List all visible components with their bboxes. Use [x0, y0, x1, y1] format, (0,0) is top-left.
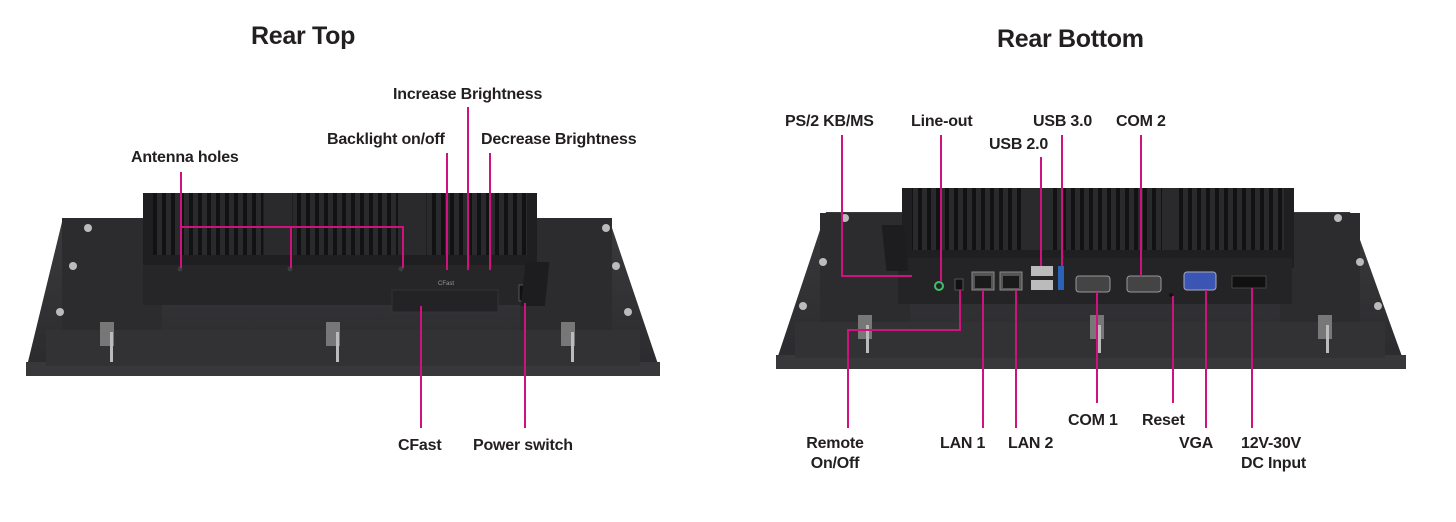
side-slot — [881, 225, 909, 271]
usb-2-0-port — [1031, 280, 1053, 290]
mounting-clamp — [561, 322, 575, 362]
bezel-screw — [1356, 258, 1364, 266]
callout-backlight-on-off: Backlight on/off — [327, 131, 445, 148]
mount-plate-2 — [1162, 188, 1178, 250]
callout-usb-2-0: USB 2.0 — [989, 136, 1049, 153]
callout-usb-3-0: USB 3.0 — [1033, 113, 1093, 130]
callout-vga: VGA — [1179, 435, 1214, 452]
bezel-screw — [1374, 302, 1382, 310]
mounting-clamp — [100, 322, 114, 362]
callout-lan-2: LAN 2 — [1008, 435, 1054, 452]
cfast-cover — [391, 289, 499, 313]
lower-housing — [46, 330, 640, 366]
rear-bottom-leaders — [841, 135, 1253, 428]
rear-top-leaders — [180, 107, 526, 428]
side-slot — [520, 262, 550, 306]
leader-ps2 — [841, 135, 912, 277]
bezel-screw — [1334, 214, 1342, 222]
bezel-screw — [819, 258, 827, 266]
mounting-clamp — [326, 322, 340, 362]
heatsink-fins-2 — [293, 193, 399, 255]
heatsink-fins-1 — [153, 193, 263, 255]
cfast-marking: CFast — [438, 281, 454, 287]
vga-port — [1183, 271, 1217, 291]
callout-com-1: COM 1 — [1068, 412, 1118, 429]
rear-top-title: Rear Top — [251, 22, 356, 50]
callout-increase-brightness: Increase Brightness — [393, 86, 543, 103]
bezel-screw — [624, 308, 632, 316]
line-out-jack — [934, 281, 944, 291]
callout-remote-on-off-line-1: Remote — [806, 435, 864, 452]
bezel-screw — [612, 262, 620, 270]
leader-remote-on-off — [847, 290, 961, 428]
callout-remote-on-off: Remote On/Off — [802, 434, 868, 474]
bezel-screw — [602, 224, 610, 232]
heatsink-fins-1 — [912, 188, 1024, 250]
lan-2-port-inner — [1003, 276, 1019, 288]
callout-power-switch: Power switch — [473, 437, 573, 454]
callout-line-out: Line-out — [911, 113, 973, 130]
bezel-screw — [799, 302, 807, 310]
callout-lan-1: LAN 1 — [940, 435, 986, 452]
callout-com-2: COM 2 — [1116, 113, 1166, 130]
usb-2-0-port — [1031, 266, 1053, 276]
remote-on-off-port — [954, 278, 964, 291]
heatsink-fins-3 — [1178, 188, 1284, 250]
com-2-port — [1126, 275, 1162, 293]
rear-bottom-device — [776, 188, 1406, 369]
bezel-screw — [84, 224, 92, 232]
mounting-clamp — [1318, 315, 1332, 353]
callout-dc-input-line-1: 12V-30V — [1241, 435, 1301, 452]
bezel-screw — [69, 262, 77, 270]
mount-plate-1 — [264, 193, 292, 255]
callout-antenna-holes: Antenna holes — [131, 149, 239, 166]
mount-plate-1 — [1024, 188, 1050, 250]
bezel-screw — [56, 308, 64, 316]
callout-dc-input-line-2: DC Input — [1241, 455, 1307, 472]
callout-cfast: CFast — [398, 437, 442, 454]
panel-lip — [776, 355, 1406, 369]
lan-1-port-inner — [975, 276, 991, 288]
callout-decrease-brightness: Decrease Brightness — [481, 131, 637, 148]
dc-input-port — [1231, 275, 1267, 289]
mounting-clamp — [858, 315, 872, 353]
callout-remote-on-off-line-2: On/Off — [810, 455, 860, 472]
usb-3-0-port — [1058, 266, 1064, 290]
callout-dc-input: 12V-30V DC Input — [1241, 434, 1306, 474]
callout-reset: Reset — [1142, 412, 1185, 429]
callout-ps2-kb-ms: PS/2 KB/MS — [785, 113, 874, 130]
heatsink-fins-2 — [1050, 188, 1162, 250]
rear-bottom-title: Rear Bottom — [997, 25, 1144, 53]
heatsink-fins-3 — [427, 193, 527, 255]
rear-top-device: CFast — [26, 193, 660, 376]
com-1-port — [1075, 275, 1111, 293]
